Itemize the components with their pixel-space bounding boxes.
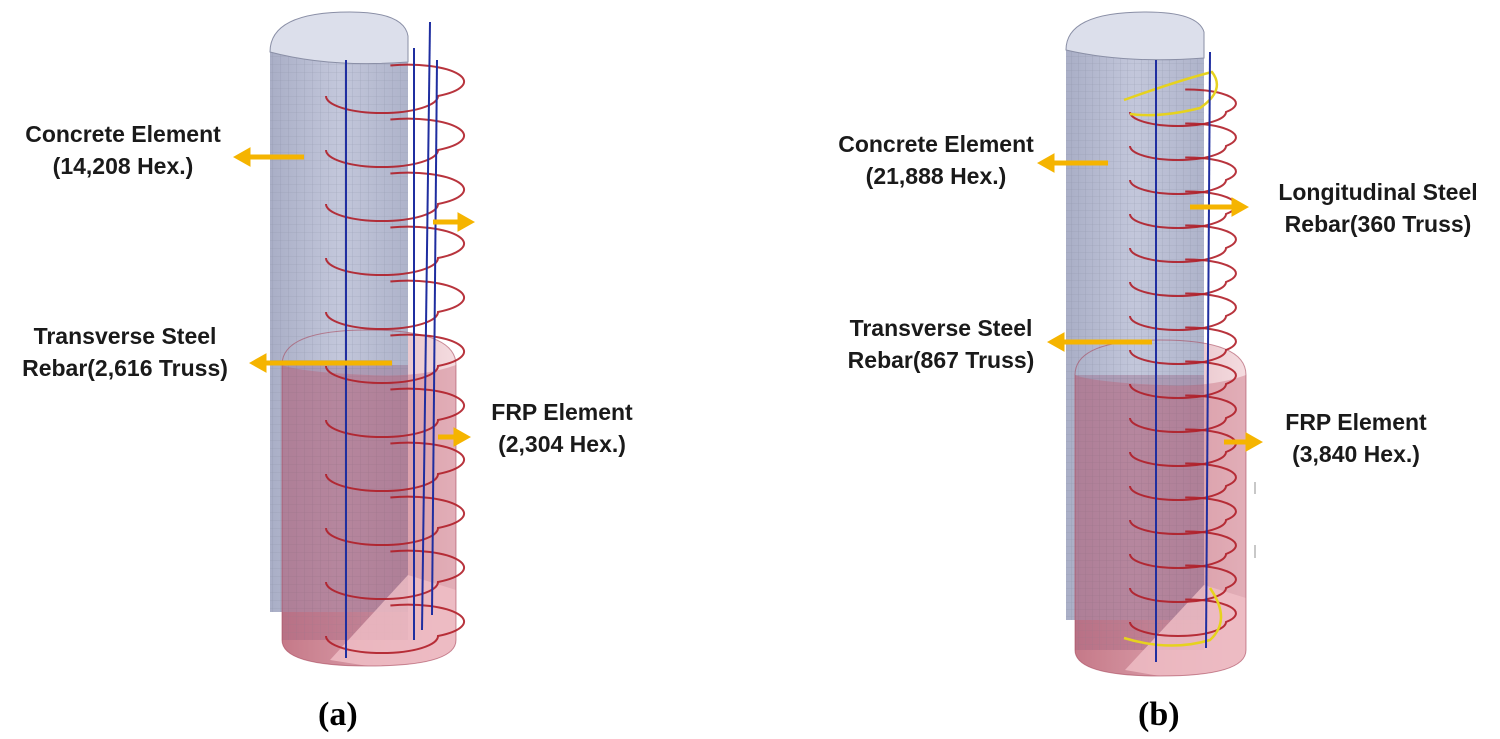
label-frp-element-a: FRP Element (2,304 Hex.): [472, 396, 652, 460]
hoop-b-12: [1129, 462, 1237, 501]
long-bar-b-2: [1205, 51, 1211, 649]
hoop-a-9: [325, 495, 466, 546]
hoop-a-5: [325, 279, 466, 330]
hoop-highlight-b-top: [1123, 70, 1219, 117]
arrows-a: [232, 147, 476, 447]
hoop-b-10: [1129, 394, 1237, 433]
label-concrete-b-line1: Concrete Element: [838, 131, 1034, 157]
caption-a: (a): [318, 696, 358, 733]
hoop-a-1: [325, 63, 466, 114]
arrow-transverse-a: [248, 353, 392, 373]
label-longitudinal-steel-b: Longitudinal Steel Rebar(360 Truss): [1258, 176, 1498, 240]
label-transverse-a-line1: Transverse Steel: [33, 323, 217, 349]
hoop-a-3: [325, 171, 466, 222]
hoop-b-6: [1129, 258, 1237, 297]
label-frp-a-line1: FRP Element: [491, 399, 633, 425]
concrete-top-a: [269, 11, 409, 65]
hoop-a-10: [325, 549, 466, 600]
label-frp-a-line2: (2,304 Hex.): [498, 431, 626, 457]
label-frp-element-b: FRP Element (3,840 Hex.): [1266, 406, 1446, 470]
hoop-b-5: [1129, 224, 1237, 263]
arrow-frp-b: [1224, 432, 1264, 452]
arrow-concrete-a: [232, 147, 304, 167]
hoop-b-2: [1129, 122, 1237, 161]
hoop-b-4: [1129, 190, 1237, 229]
hoop-a-7: [325, 387, 466, 438]
label-frp-b-line1: FRP Element: [1285, 409, 1427, 435]
label-longitudinal-b-line1: Longitudinal Steel: [1278, 179, 1478, 205]
arrow-transverse-b: [1046, 332, 1152, 352]
concrete-top-b: [1065, 11, 1205, 61]
label-transverse-steel-a: Transverse Steel Rebar(2,616 Truss): [2, 320, 248, 384]
arrows-b: [1036, 153, 1264, 452]
label-concrete-element-a: Concrete Element (14,208 Hex.): [8, 118, 238, 182]
arrow-longitudinal-a: [433, 212, 476, 232]
label-concrete-b-line2: (21,888 Hex.): [865, 163, 1007, 189]
hoop-b-8: [1129, 326, 1237, 365]
hoop-b-9: [1129, 360, 1237, 399]
transverse-hoops-b: [1129, 88, 1237, 637]
hoop-b-13: [1129, 496, 1237, 535]
hoop-b-3: [1129, 156, 1237, 195]
label-concrete-a-line2: (14,208 Hex.): [52, 153, 194, 179]
long-bar-a-4: [431, 59, 438, 616]
hoop-highlights-b: [1123, 70, 1223, 647]
hoop-b-1: [1129, 88, 1237, 127]
label-longitudinal-b-line2: Rebar(360 Truss): [1284, 211, 1472, 237]
transverse-hoops-a: [325, 63, 466, 654]
label-transverse-b-line1: Transverse Steel: [849, 315, 1033, 341]
hoop-a-8: [325, 441, 466, 492]
caption-b: (b): [1138, 696, 1180, 733]
hoop-b-11: [1129, 428, 1237, 467]
hoop-b-16: [1129, 598, 1237, 637]
arrow-frp-a: [438, 427, 472, 447]
long-bar-a-3: [421, 21, 431, 631]
label-concrete-element-b: Concrete Element (21,888 Hex.): [820, 128, 1052, 192]
hoop-b-15: [1129, 564, 1237, 603]
hoop-highlight-b-bottom: [1123, 587, 1223, 647]
hoop-b-14: [1129, 530, 1237, 569]
hoop-b-7: [1129, 292, 1237, 331]
arrow-longitudinal-b: [1190, 197, 1250, 217]
hoop-a-6: [325, 333, 466, 384]
longitudinal-bars-b: [1155, 51, 1211, 662]
label-frp-b-line2: (3,840 Hex.): [1292, 441, 1420, 467]
hoop-a-2: [325, 117, 466, 168]
hoop-a-4: [325, 225, 466, 276]
label-concrete-a-line1: Concrete Element: [25, 121, 221, 147]
label-transverse-a-line2: Rebar(2,616 Truss): [22, 355, 228, 381]
label-transverse-b-line2: Rebar(867 Truss): [847, 347, 1035, 373]
label-transverse-steel-b: Transverse Steel Rebar(867 Truss): [826, 312, 1056, 376]
arrow-concrete-b: [1036, 153, 1108, 173]
hoop-a-11: [325, 603, 466, 654]
longitudinal-bars-a: [345, 21, 438, 658]
